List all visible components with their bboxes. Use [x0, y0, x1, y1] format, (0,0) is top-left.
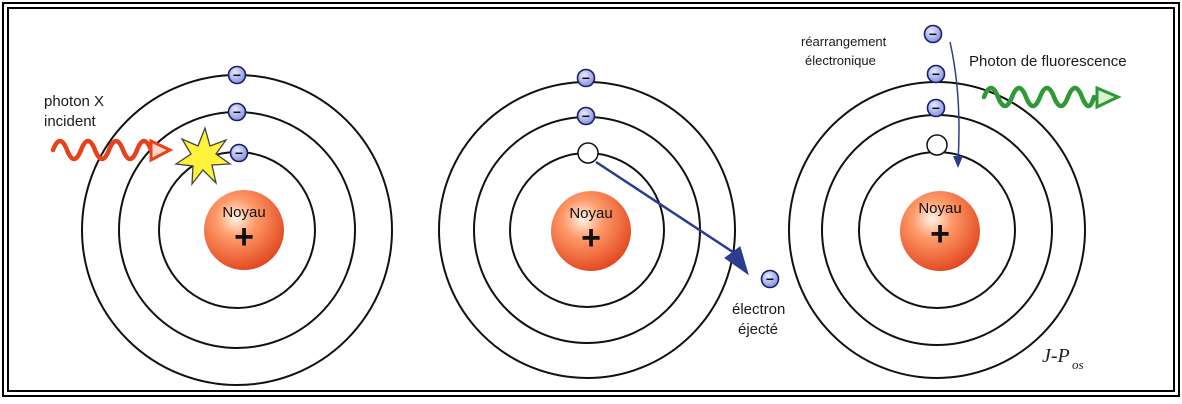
svg-text:−: − — [932, 100, 940, 116]
electron-vacancy — [926, 134, 948, 156]
nucleus-plus: + — [581, 219, 601, 257]
nucleus-label: Noyau — [569, 205, 612, 222]
nucleus — [900, 191, 980, 271]
rearrangement-arrow-line — [949, 41, 960, 163]
fluorescence-photon-arrowhead-icon — [1095, 85, 1122, 110]
rearrangement-arrowhead-icon — [953, 156, 963, 168]
svg-text:−: − — [766, 271, 774, 287]
outer-frame — [2, 2, 1180, 397]
atom-2: Noyau + − − − électron éjecté — [438, 68, 785, 379]
atom-1: Noyau + − − − photon X incident — [44, 65, 393, 386]
svg-text:−: − — [932, 66, 940, 82]
svg-text:−: − — [929, 26, 937, 42]
signature-subscript: os — [1072, 357, 1084, 372]
nucleus-plus: + — [930, 215, 950, 253]
nucleus — [204, 190, 284, 270]
ejection-arrowhead-icon — [724, 246, 749, 276]
electron: − — [926, 98, 946, 118]
signature: J-P — [1042, 345, 1070, 367]
svg-text:−: − — [582, 70, 590, 86]
ejected-electron: − — [760, 269, 780, 289]
svg-text:−: − — [582, 108, 590, 124]
electron: − — [923, 24, 943, 44]
incident-photon-arrowhead-icon — [149, 138, 174, 163]
incident-photon-label-line2: incident — [44, 113, 97, 130]
electron: − — [926, 64, 946, 84]
incident-photon-wave-icon — [50, 138, 154, 162]
rearrangement-label-line1: réarrangement — [801, 34, 887, 49]
ejected-electron-label-line2: éjecté — [738, 321, 778, 338]
electron: − — [227, 65, 247, 85]
electron-vacancy — [577, 142, 599, 164]
svg-text:−: − — [233, 67, 241, 83]
svg-text:−: − — [233, 104, 241, 120]
inner-frame — [7, 7, 1175, 392]
electron: − — [229, 143, 249, 163]
nucleus-label: Noyau — [222, 204, 265, 221]
nucleus — [551, 191, 631, 271]
fluorescence-photon-label: Photon de fluorescence — [969, 53, 1127, 70]
ejected-electron-label-line1: électron — [732, 301, 785, 318]
incident-photon-label-line1: photon X — [44, 93, 104, 110]
rearrangement-label-line2: électronique — [805, 53, 876, 68]
nucleus-plus: + — [234, 218, 254, 256]
nucleus-label: Noyau — [918, 200, 961, 217]
atom-3: Noyau + − − − réarrangement électronique… — [788, 24, 1127, 379]
ejection-arrow-line — [595, 160, 743, 260]
fluorescence-photon-wave-icon — [981, 85, 1097, 109]
svg-text:−: − — [235, 145, 243, 161]
electron: − — [576, 106, 596, 126]
electron: − — [576, 68, 596, 88]
electron: − — [227, 102, 247, 122]
collision-flash-icon — [174, 125, 232, 187]
